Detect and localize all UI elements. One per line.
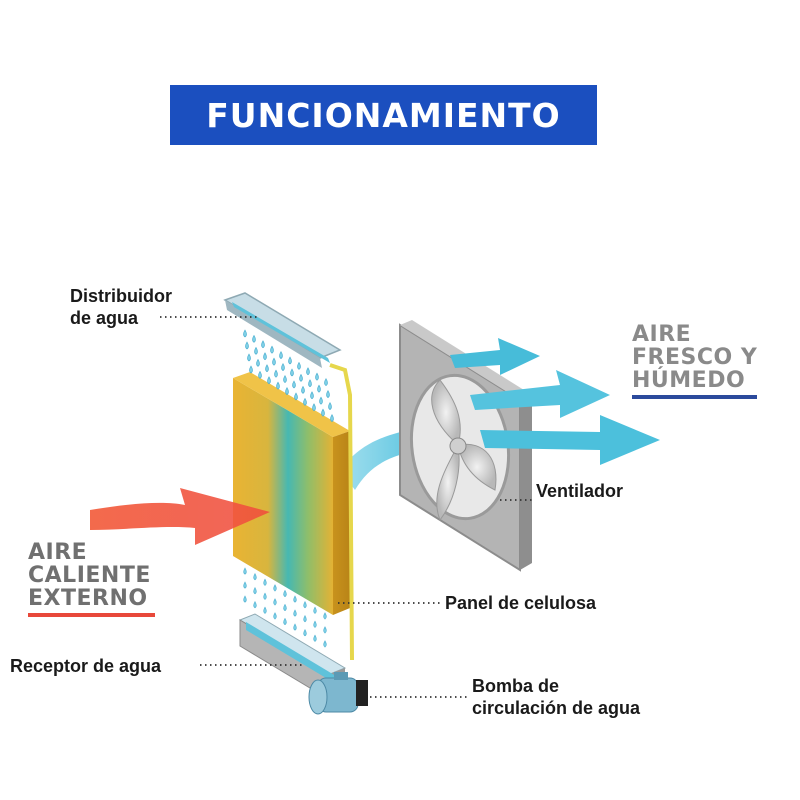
water-drop	[330, 414, 334, 422]
aire-caliente-line2: CALIENTE	[28, 563, 151, 588]
water-drop	[253, 573, 257, 581]
aire-caliente-underline	[28, 613, 155, 617]
water-drop	[293, 595, 297, 603]
water-drop	[326, 390, 330, 398]
water-drop	[281, 363, 285, 371]
water-drops-icon	[243, 329, 334, 422]
water-drop	[290, 368, 294, 377]
aire-fresco-line3: HÚMEDO	[632, 368, 746, 393]
water-drop	[299, 373, 303, 382]
water-drop	[315, 372, 319, 381]
pump-icon	[308, 672, 368, 715]
water-drop	[285, 387, 289, 395]
water-drop	[293, 609, 297, 617]
aire-fresco-line1: AIRE	[632, 322, 692, 347]
water-drop	[258, 370, 262, 379]
water-drop	[324, 378, 328, 386]
water-drop	[263, 352, 267, 361]
water-drop	[303, 615, 307, 623]
water-drop	[243, 329, 247, 338]
water-drop	[303, 629, 307, 637]
water-drop	[294, 392, 298, 401]
cellulose-panel	[233, 372, 350, 615]
water-drop	[283, 603, 287, 612]
aire-fresco-line2: FRESCO Y	[632, 345, 758, 370]
water-drop	[253, 587, 257, 595]
water-drop	[243, 567, 247, 575]
label-receptor-agua: Receptor de agua	[10, 656, 162, 676]
water-drop	[247, 353, 251, 362]
leader-lines	[160, 316, 535, 698]
water-pipe	[329, 363, 354, 661]
label-distribuidor-line1: Distribuidor	[70, 286, 172, 306]
water-drop	[263, 606, 267, 614]
aire-caliente-line1: AIRE	[28, 540, 88, 565]
water-drop	[252, 334, 256, 343]
water-drop	[303, 601, 307, 609]
water-drop	[272, 357, 276, 366]
hot-air-arrow-icon	[90, 488, 270, 545]
water-drop	[263, 592, 267, 600]
label-ventilador: Ventilador	[536, 481, 624, 501]
water-drop	[254, 346, 258, 355]
water-drop	[261, 340, 265, 349]
water-drop	[267, 376, 271, 385]
water-drop	[312, 403, 316, 412]
water-drop	[243, 581, 247, 589]
water-drop	[310, 391, 314, 400]
water-drop	[283, 375, 287, 383]
fresh-air-arrows	[450, 338, 660, 465]
water-drop	[301, 385, 305, 394]
water-drop	[293, 623, 297, 631]
water-drop	[313, 634, 317, 642]
water-drop	[273, 612, 277, 620]
water-drop	[276, 381, 280, 390]
label-bomba-line1: Bomba de	[472, 676, 560, 696]
label-bomba-line2: circulación de agua	[472, 698, 641, 718]
water-drop	[292, 380, 296, 389]
water-drop	[321, 408, 325, 417]
water-drop	[273, 598, 277, 606]
water-drop	[265, 364, 269, 373]
label-panel-celulosa: Panel de celulosa	[445, 593, 597, 613]
title-banner: FUNCIONAMIENTO	[170, 85, 597, 145]
water-drop	[313, 620, 317, 628]
water-drop	[308, 379, 312, 388]
water-drop	[319, 396, 323, 405]
aire-caliente-line3: EXTERNO	[28, 586, 148, 611]
water-drop	[306, 367, 310, 376]
water-drop	[288, 356, 292, 365]
aire-fresco-underline	[632, 395, 757, 399]
page-title: FUNCIONAMIENTO	[206, 95, 561, 135]
water-drop	[328, 402, 332, 410]
water-drop	[303, 397, 307, 406]
label-distribuidor-line2: de agua	[70, 308, 139, 328]
water-drop	[274, 369, 278, 378]
water-drops-bottom	[243, 567, 327, 648]
water-drop	[270, 345, 274, 354]
water-drop	[249, 365, 253, 374]
water-drop	[263, 578, 267, 586]
water-drop	[323, 640, 327, 648]
water-drop	[323, 612, 327, 620]
water-drop	[283, 589, 287, 598]
water-drop	[323, 626, 327, 634]
water-drop	[273, 584, 277, 592]
water-drop	[317, 384, 321, 393]
water-drop	[245, 341, 249, 350]
water-drop	[253, 601, 257, 609]
water-drop	[297, 361, 301, 370]
water-drop	[243, 595, 247, 603]
water-drop	[279, 351, 283, 359]
water-drop	[313, 606, 317, 614]
water-drop	[256, 358, 260, 367]
water-drop	[283, 617, 287, 626]
